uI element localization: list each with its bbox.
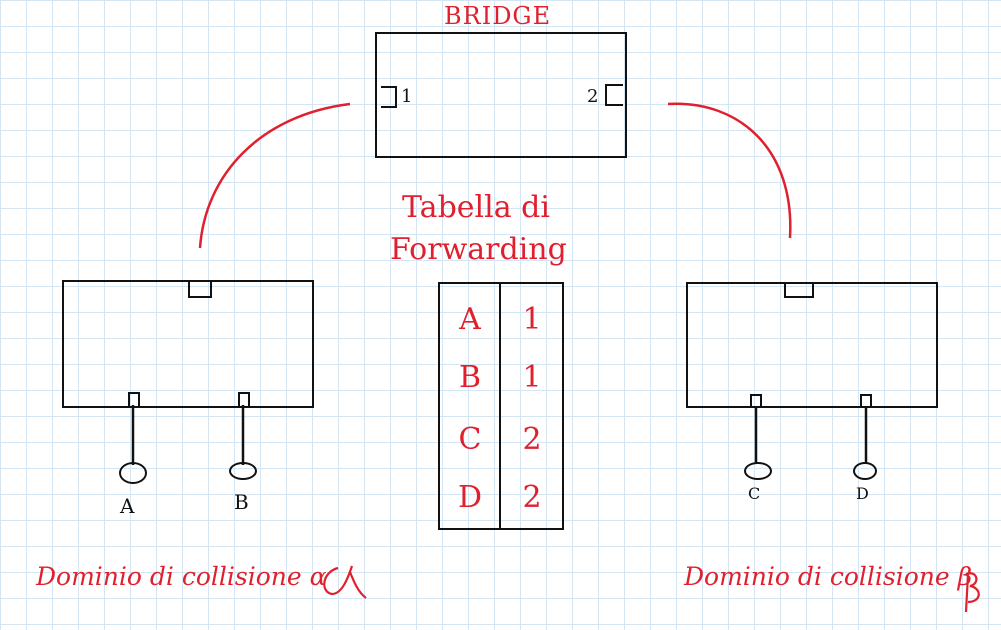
left-segment-box [62, 280, 314, 408]
left-domain-label: Dominio di collisione α [36, 562, 327, 591]
left-port-b [238, 392, 250, 406]
bridge-port-2 [605, 84, 623, 106]
table-title-line2: Forwarding [390, 232, 567, 267]
forwarding-table: A 1 B 1 C 2 D 2 [438, 282, 564, 530]
right-link-curve [667, 102, 792, 239]
right-segment-box [686, 282, 938, 408]
bridge-box: 1 2 [375, 32, 627, 158]
table-host-a: A [459, 302, 481, 337]
left-uplink-port [188, 280, 212, 298]
right-port-c [750, 394, 762, 408]
beta-glyph [964, 572, 980, 613]
host-d-label: D [856, 484, 869, 503]
host-a-node [119, 462, 147, 484]
table-port-c: 2 [522, 422, 542, 457]
bridge-port-2-label: 2 [587, 86, 599, 107]
host-b-node [229, 462, 257, 480]
host-a-label: A [120, 494, 135, 518]
table-host-d: D [457, 480, 483, 515]
table-host-c: C [458, 422, 482, 457]
right-domain-label: Dominio di collisione β [684, 562, 973, 591]
left-link-curve [198, 102, 351, 249]
right-uplink-port [784, 282, 814, 298]
host-d-node [853, 462, 877, 480]
bridge-port-1-label: 1 [401, 86, 413, 107]
bridge-port-1 [381, 86, 397, 108]
host-c-label: C [748, 484, 761, 503]
table-divider [499, 284, 501, 528]
alpha-glyph [323, 565, 367, 599]
table-port-d: 2 [522, 480, 542, 515]
table-port-a: 1 [522, 302, 542, 337]
bridge-title: BRIDGE [444, 2, 552, 30]
table-title-line1: Tabella di [402, 190, 550, 225]
table-port-b: 1 [522, 360, 542, 395]
table-host-b: B [458, 360, 482, 395]
left-port-a [128, 392, 140, 406]
host-b-label: B [234, 490, 249, 514]
host-c-node [744, 462, 772, 480]
right-port-d [860, 394, 872, 408]
